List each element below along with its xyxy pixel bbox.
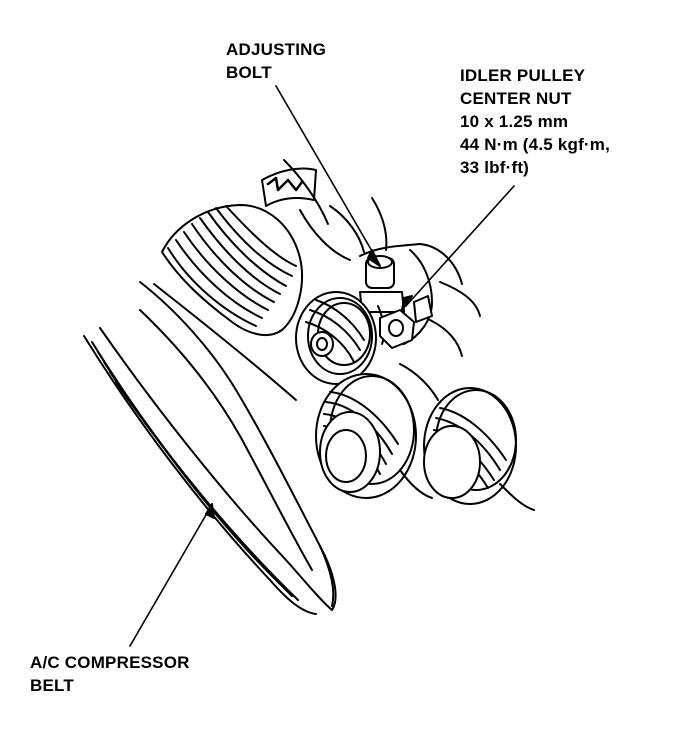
accessory-pulley <box>423 387 535 511</box>
idler-pulley-label-line1: IDLER PULLEY <box>460 66 586 85</box>
ac-belt-label-line1: A/C COMPRESSOR <box>30 653 190 672</box>
leader-belt <box>129 503 215 647</box>
leader-adjusting-bolt <box>275 85 381 267</box>
ac-belt-label-line2: BELT <box>30 676 74 695</box>
ac-compressor-belt <box>83 281 337 615</box>
idler-pulley-label-line5: 33 lbf·ft) <box>460 158 530 177</box>
ac-compressor-pulley <box>315 373 433 499</box>
adjusting-bolt-label-line1: ADJUSTING <box>226 40 327 59</box>
ac-belt-label: A/C COMPRESSOR BELT <box>30 651 190 697</box>
adjusting-bolt-label: ADJUSTING BOLT <box>226 38 326 84</box>
idler-pulley-label: IDLER PULLEY CENTER NUT 10 x 1.25 mm 44 … <box>460 64 610 179</box>
idler-pulley-label-line3: 10 x 1.25 mm <box>460 112 569 131</box>
idler-center-nut <box>379 295 433 349</box>
crank-pulley <box>161 159 351 337</box>
adjusting-bolt <box>359 255 405 345</box>
adjusting-bolt-label-line2: BOLT <box>226 63 272 82</box>
engine-bracket <box>329 197 481 401</box>
idler-pulley-label-line4: 44 N·m (4.5 kgf·m, <box>460 135 611 154</box>
idler-pulley <box>295 291 377 385</box>
leader-idler-nut <box>401 185 515 311</box>
idler-pulley-label-line2: CENTER NUT <box>460 89 572 108</box>
